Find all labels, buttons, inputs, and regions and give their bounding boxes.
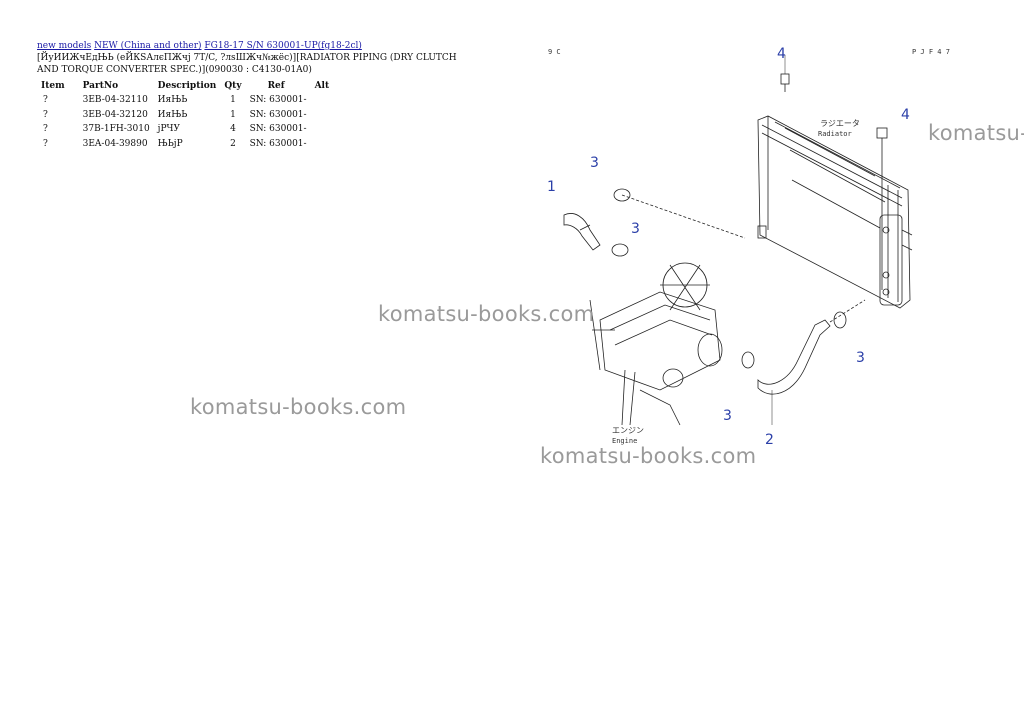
cell-description: ЊЬјР xyxy=(157,138,183,149)
callout-1[interactable]: 1 xyxy=(547,179,556,195)
cell-partno: 3EA-04-39890 xyxy=(82,138,148,149)
breadcrumb: new models NEW (China and other) FG18-17… xyxy=(37,40,362,52)
cell-item: ? xyxy=(43,124,48,134)
hose-clamp-drawing xyxy=(611,188,847,369)
cell-description: ИяЊЬ xyxy=(157,109,188,120)
cell-qty: 2 xyxy=(230,138,236,149)
header-qty: Qty xyxy=(224,81,242,91)
watermark: komatsu-books.com xyxy=(540,444,757,468)
cell-qty: 1 xyxy=(230,109,236,120)
header-ref: Ref xyxy=(267,81,285,91)
cell-item: ? xyxy=(43,138,48,149)
header-partno: PartNo xyxy=(82,81,119,91)
cell-partno: 3EB-04-32120 xyxy=(82,109,148,120)
callout-3-right[interactable]: 3 xyxy=(856,350,865,366)
table-row: ? 37B-1FH-3010 јРЧУ 4 SN: 630001- xyxy=(37,122,333,137)
cell-ref: SN: 630001- xyxy=(249,109,307,120)
watermark: komatsu-books.com xyxy=(928,121,1024,145)
cell-alt xyxy=(311,122,334,137)
callout-3-lower[interactable]: 3 xyxy=(723,408,732,424)
callout-3-upper[interactable]: 3 xyxy=(590,155,599,171)
cell-description: ИяЊЬ xyxy=(157,95,188,105)
cell-alt xyxy=(311,137,334,152)
cell-ref: SN: 630001- xyxy=(249,95,307,105)
watermark: komatsu-books.com xyxy=(378,302,595,326)
radiator-drawing xyxy=(757,115,913,309)
hose-upper-drawing xyxy=(563,194,746,251)
callout-3-middle[interactable]: 3 xyxy=(631,221,640,237)
parts-diagram: 9 C P J F 4 7 ラジエータ Radiator エンジン Engine… xyxy=(547,46,950,448)
engine-label-en: Engine xyxy=(612,437,637,445)
breadcrumb-link-new-models[interactable]: new models xyxy=(37,41,92,51)
table-row: ? 3EB-04-32120 ИяЊЬ 1 SN: 630001- xyxy=(37,108,333,123)
callout-4-top[interactable]: 4 xyxy=(777,46,786,62)
cell-partno: 37B-1FH-3010 xyxy=(82,124,150,134)
radiator-label-jp: ラジエータ xyxy=(820,119,860,128)
page-title: [ЙуИИЖчЕдЊЬ (еЙКSАлєПЖчј 7T/C, ?лsШЖч№жё… xyxy=(37,53,457,75)
cell-ref: SN: 630001- xyxy=(249,124,307,134)
header-description: Description xyxy=(157,81,217,91)
drawing-code-left: 9 C xyxy=(548,48,561,56)
cell-item: ? xyxy=(43,95,48,105)
cell-qty: 4 xyxy=(230,124,236,134)
drawing-code-right: P J F 4 7 xyxy=(912,48,950,56)
breadcrumb-link-new-china[interactable]: NEW (China and other) xyxy=(94,41,202,51)
cell-alt xyxy=(311,108,334,123)
table-row: ? 3EA-04-39890 ЊЬјР 2 SN: 630001- xyxy=(37,137,333,152)
engine-drawing xyxy=(589,262,723,426)
radiator-cap-drawing xyxy=(780,55,888,290)
radiator-label-en: Radiator xyxy=(818,130,852,138)
cell-ref: SN: 630001- xyxy=(249,138,307,149)
cell-item: ? xyxy=(43,109,48,120)
cell-qty: 1 xyxy=(230,95,236,105)
cell-alt xyxy=(311,93,334,108)
engine-label-jp: エンジン xyxy=(612,426,644,435)
parts-table: Item PartNo Description Qty Ref Alt ? 3E… xyxy=(37,79,333,151)
hose-lower-drawing xyxy=(757,299,866,425)
callout-2[interactable]: 2 xyxy=(765,432,774,448)
table-row: ? 3EB-04-32110 ИяЊЬ 1 SN: 630001- xyxy=(37,93,333,108)
header-item: Item xyxy=(41,81,65,91)
cell-partno: 3EB-04-32110 xyxy=(82,95,148,105)
table-header-row: Item PartNo Description Qty Ref Alt xyxy=(37,79,333,93)
header-alt: Alt xyxy=(314,81,330,91)
watermark: komatsu-books.com xyxy=(190,395,407,419)
breadcrumb-link-model[interactable]: FG18-17 S/N 630001-UP(fg18-2cl) xyxy=(204,41,362,51)
cell-description: јРЧУ xyxy=(157,124,180,134)
callout-4-right[interactable]: 4 xyxy=(901,107,910,123)
